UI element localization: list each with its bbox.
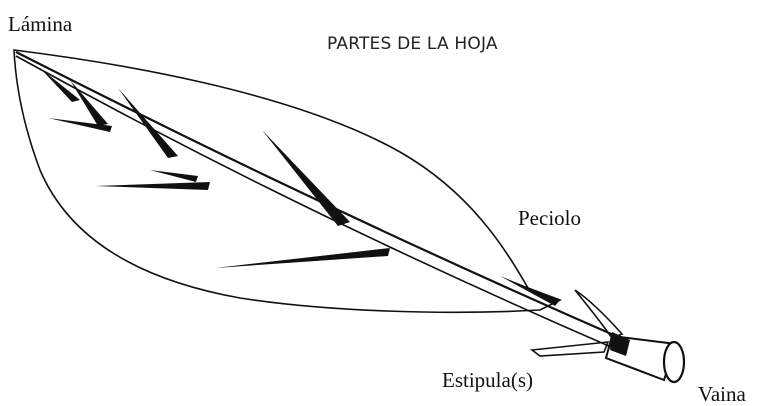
stipule-upper xyxy=(574,289,624,339)
vein-upper-3 xyxy=(262,130,350,226)
midrib-upper xyxy=(15,51,626,342)
label-estipula: Estipula(s) xyxy=(442,368,533,392)
vein-lower-3 xyxy=(215,248,390,268)
vein-lower-2 xyxy=(95,182,210,190)
vein-lower-1 xyxy=(48,118,112,132)
label-peciolo: Peciolo xyxy=(518,206,581,230)
vein-upper-1 xyxy=(40,68,80,102)
sheath-opening xyxy=(662,340,686,384)
vein-lower-4 xyxy=(150,170,198,182)
stipule-lower xyxy=(529,341,610,357)
vein-upper-2 xyxy=(118,88,178,158)
petiole-shading xyxy=(500,276,560,306)
label-vaina: Vaina xyxy=(698,382,746,406)
diagram-title: PARTES DE LA HOJA xyxy=(327,34,498,54)
vein-upper-4 xyxy=(70,80,108,126)
sheath-body xyxy=(604,334,678,382)
midrib-lower xyxy=(15,55,619,351)
label-lamina: Lámina xyxy=(8,12,73,36)
sheath-knot xyxy=(610,332,630,356)
leaf-blade-outline xyxy=(13,49,562,314)
